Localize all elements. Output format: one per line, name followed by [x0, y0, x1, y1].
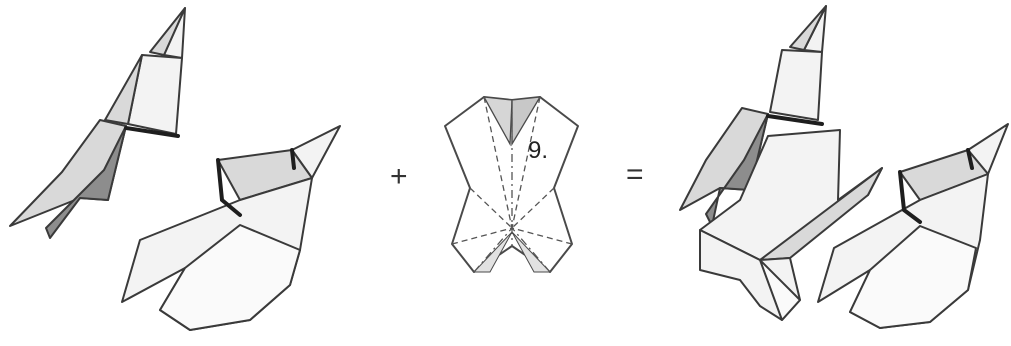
right-body-edge-2	[966, 148, 974, 170]
right-body-fold	[849, 225, 977, 329]
left-lower-edge	[216, 158, 242, 217]
crease-horizontal-left	[451, 227, 513, 245]
right-center-low-fold	[759, 259, 801, 321]
crease-bottom-shade-left	[472, 231, 513, 273]
left-upper-piece	[9, 7, 186, 239]
left-upper-edge	[124, 126, 180, 138]
plus-sign: +	[390, 160, 408, 193]
left-lower-piece	[121, 125, 341, 331]
left-lower-edge-2	[290, 148, 296, 170]
crease-horizontal-right	[511, 227, 573, 245]
equals-sign: =	[626, 158, 644, 191]
crease-low-left	[473, 227, 513, 273]
crease-low-right	[511, 227, 551, 273]
right-top-body	[769, 49, 823, 121]
crease-top-shade-left	[482, 96, 513, 147]
left-upper-arm-dark	[45, 125, 127, 239]
right-result-piece	[679, 5, 1009, 329]
crease-diag-4	[511, 96, 541, 229]
left-upper-side	[104, 54, 143, 125]
right-top-tip-shade	[789, 5, 827, 51]
crease-bottom-shade-right	[511, 231, 552, 273]
left-upper-tip-shade	[149, 7, 186, 56]
step-number: 9.	[528, 137, 548, 164]
right-body-edge	[898, 170, 922, 224]
left-lower-fold	[159, 224, 301, 331]
right-arm-edge	[766, 114, 824, 126]
crease-diag-3	[483, 96, 513, 229]
crease-pattern: 9.	[444, 96, 579, 273]
